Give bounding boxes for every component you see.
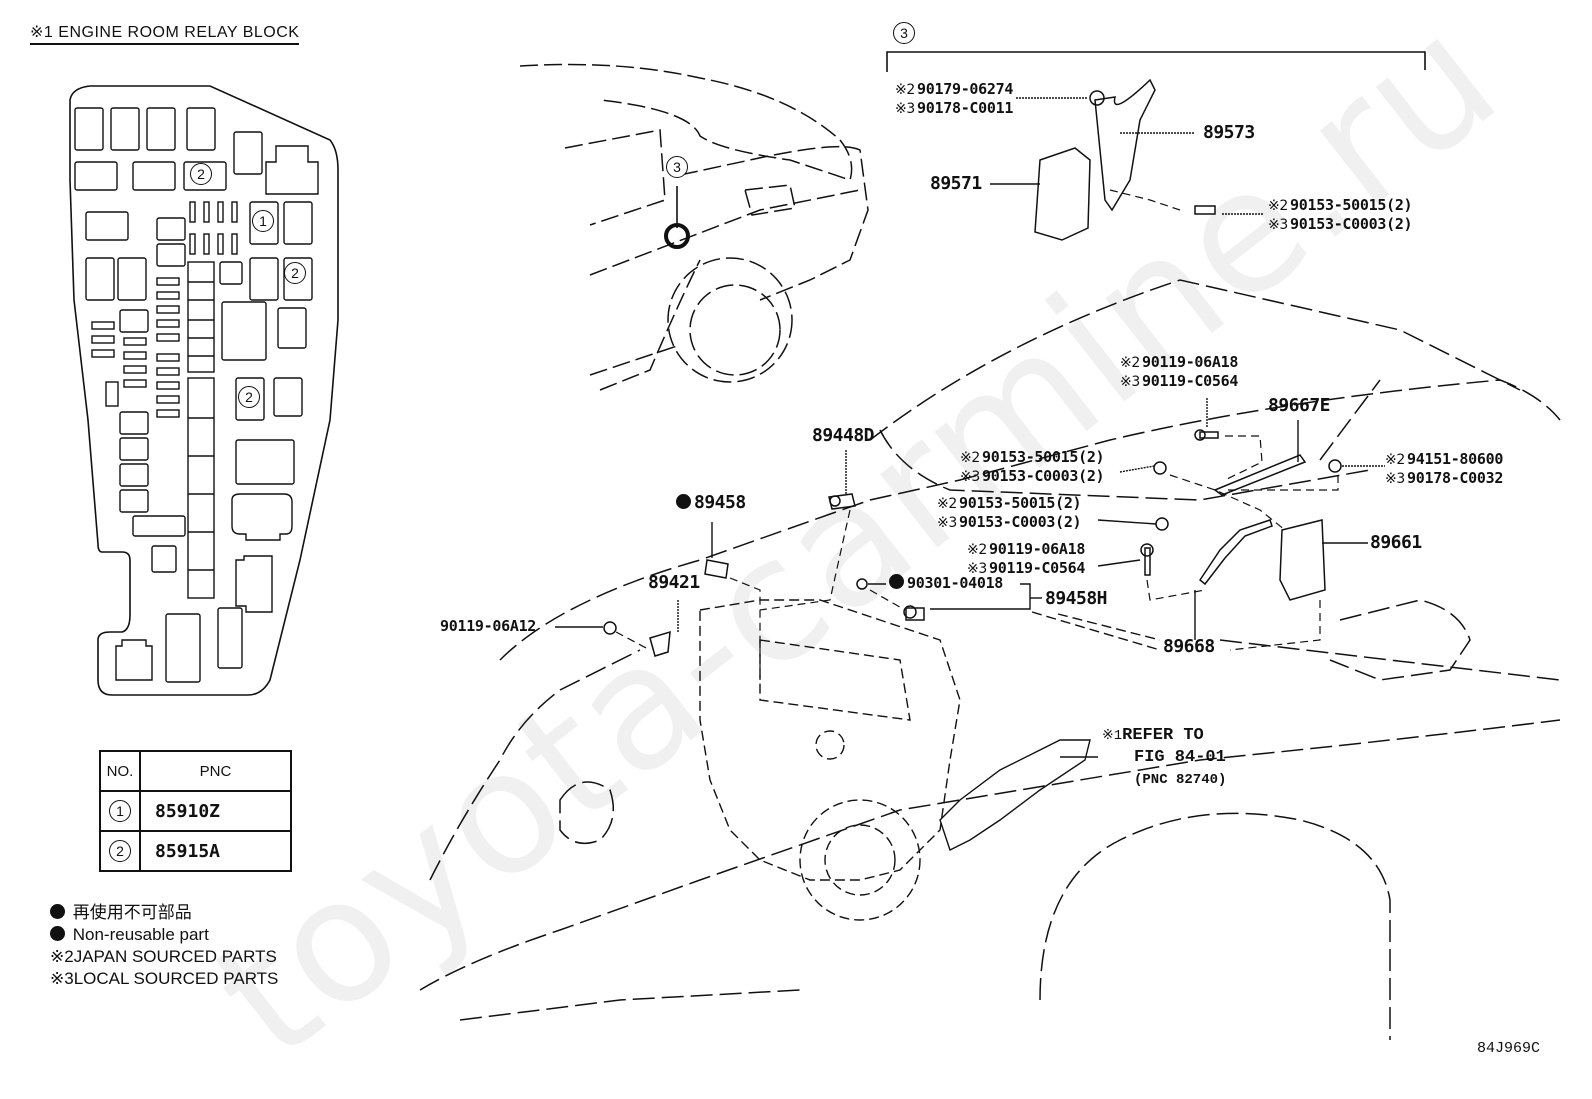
header-pnc: PNC: [139, 750, 292, 792]
part-label-89458H[interactable]: 89458H: [1045, 588, 1108, 609]
non-reusable-dot-icon: [50, 904, 65, 919]
relay-block-3d: [939, 739, 1091, 851]
part-label-90119-06A12[interactable]: 90119-06A12: [440, 617, 537, 635]
location-marker: [664, 223, 690, 249]
non-reusable-dot-icon: [50, 926, 65, 941]
relay-callout-1[interactable]: 1: [252, 210, 274, 232]
non-reusable-dot-icon: [889, 574, 904, 589]
location-callout-3[interactable]: 3: [666, 156, 688, 178]
legend-item: ※2JAPAN SOURCED PARTS: [50, 947, 277, 966]
part-label-89668[interactable]: 89668: [1163, 636, 1215, 657]
legend-item: 再使用不可部品: [50, 902, 278, 924]
row-pnc[interactable]: 85910Z: [139, 790, 292, 832]
row-no: 1: [109, 800, 131, 822]
part-label-89421[interactable]: 89421: [648, 572, 700, 593]
part-label-89571[interactable]: 89571: [930, 173, 982, 194]
row-pnc[interactable]: 85915A: [139, 830, 292, 872]
part-label-89573[interactable]: 89573: [1203, 122, 1255, 143]
leader-lines: [555, 97, 1385, 758]
group-bracket: [886, 51, 1426, 72]
rear-car-view: [519, 63, 869, 391]
legend-item: ※3LOCAL SOURCED PARTS: [50, 969, 279, 988]
relay-block-title: ※1 ENGINE ROOM RELAY BLOCK: [30, 24, 300, 45]
relay-block-outline: [69, 85, 339, 696]
relay-callout-2[interactable]: 2: [284, 262, 306, 284]
engine-outline: [699, 599, 961, 921]
relay-callout-2[interactable]: 2: [190, 163, 212, 185]
legend: 再使用不可部品 Non-reusable part ※2JAPAN SOURCE…: [50, 902, 278, 990]
group-callout-3[interactable]: 3: [893, 22, 915, 44]
legend-item: Non-reusable part: [50, 924, 278, 946]
title-text: ENGINE ROOM RELAY BLOCK: [58, 24, 300, 41]
part-label-89448D[interactable]: 89448D: [812, 425, 875, 446]
parts: [603, 78, 1342, 657]
row-no: 2: [109, 840, 131, 862]
part-label-89667E[interactable]: 89667E: [1268, 395, 1331, 416]
dashed-assembly-lines: [615, 189, 1339, 680]
refer-note[interactable]: ※1REFER TO FIG 84-01 (PNC 82740): [1102, 726, 1227, 788]
table-header-row: NO. PNC: [99, 750, 292, 792]
part-label-89661[interactable]: 89661: [1370, 532, 1422, 553]
relay-callout-2[interactable]: 2: [238, 386, 260, 408]
non-reusable-dot-icon: [676, 494, 691, 509]
front-car-view: [419, 279, 1561, 1040]
part-label-89458[interactable]: 89458: [676, 492, 746, 513]
table-row: 2 85915A: [99, 830, 292, 872]
part-label-90301-04018[interactable]: 90301-04018: [889, 574, 1003, 592]
pnc-table: NO. PNC 1 85910Z 2 85915A: [99, 750, 292, 872]
table-row: 1 85910Z: [99, 790, 292, 832]
figure-code: 84J969C: [1476, 1040, 1540, 1057]
relay-block-slots: [74, 107, 319, 683]
title-mark: ※1: [30, 24, 54, 41]
header-no: NO.: [99, 750, 141, 792]
